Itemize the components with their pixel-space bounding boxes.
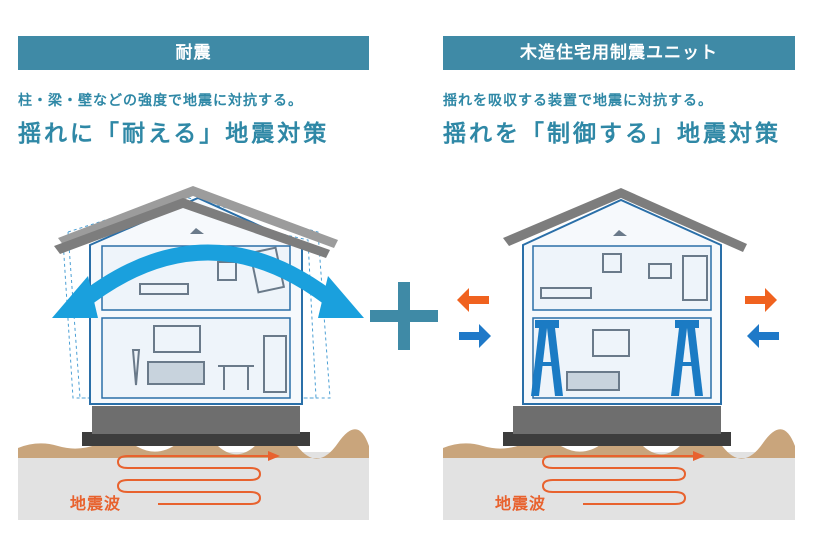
plus-icon	[370, 282, 438, 350]
damper-icon	[671, 320, 703, 396]
foundation-base	[92, 406, 300, 434]
panel-seishin-unit: 木造住宅用制震ユニット 揺れを吸収する装置で地震に対抗する。 揺れを「制御する」…	[443, 0, 823, 549]
seismic-wave-icon	[116, 455, 268, 505]
roof	[54, 198, 330, 258]
foundation-base	[513, 406, 721, 434]
panel-header: 耐震	[18, 36, 369, 70]
sway-arrow-icon	[72, 244, 344, 312]
ground	[18, 452, 369, 520]
ground	[443, 452, 795, 520]
panel-taishin: 耐震 柱・梁・壁などの強度で地震に対抗する。 揺れに「耐える」地震対策	[18, 0, 398, 549]
seishin-house-illustration	[443, 188, 795, 520]
roof	[503, 188, 747, 252]
panel-subtitle: 揺れを吸収する装置で地震に対抗する。	[443, 93, 713, 109]
panel-headline: 揺れに「耐える」地震対策	[18, 121, 330, 147]
force-arrow-icon	[457, 288, 779, 348]
seismic-wave-label: 地震波	[70, 494, 122, 513]
foundation	[82, 432, 310, 446]
taishin-house-illustration	[18, 186, 369, 520]
panel-subtitle: 柱・梁・壁などの強度で地震に対抗する。	[18, 93, 303, 109]
damper-icon	[531, 320, 563, 396]
seismic-wave-icon	[541, 455, 693, 505]
panel-header: 木造住宅用制震ユニット	[443, 36, 795, 70]
panel-headline: 揺れを「制御する」地震対策	[443, 121, 781, 147]
seismic-wave-label: 地震波	[495, 494, 547, 513]
foundation	[503, 432, 731, 446]
